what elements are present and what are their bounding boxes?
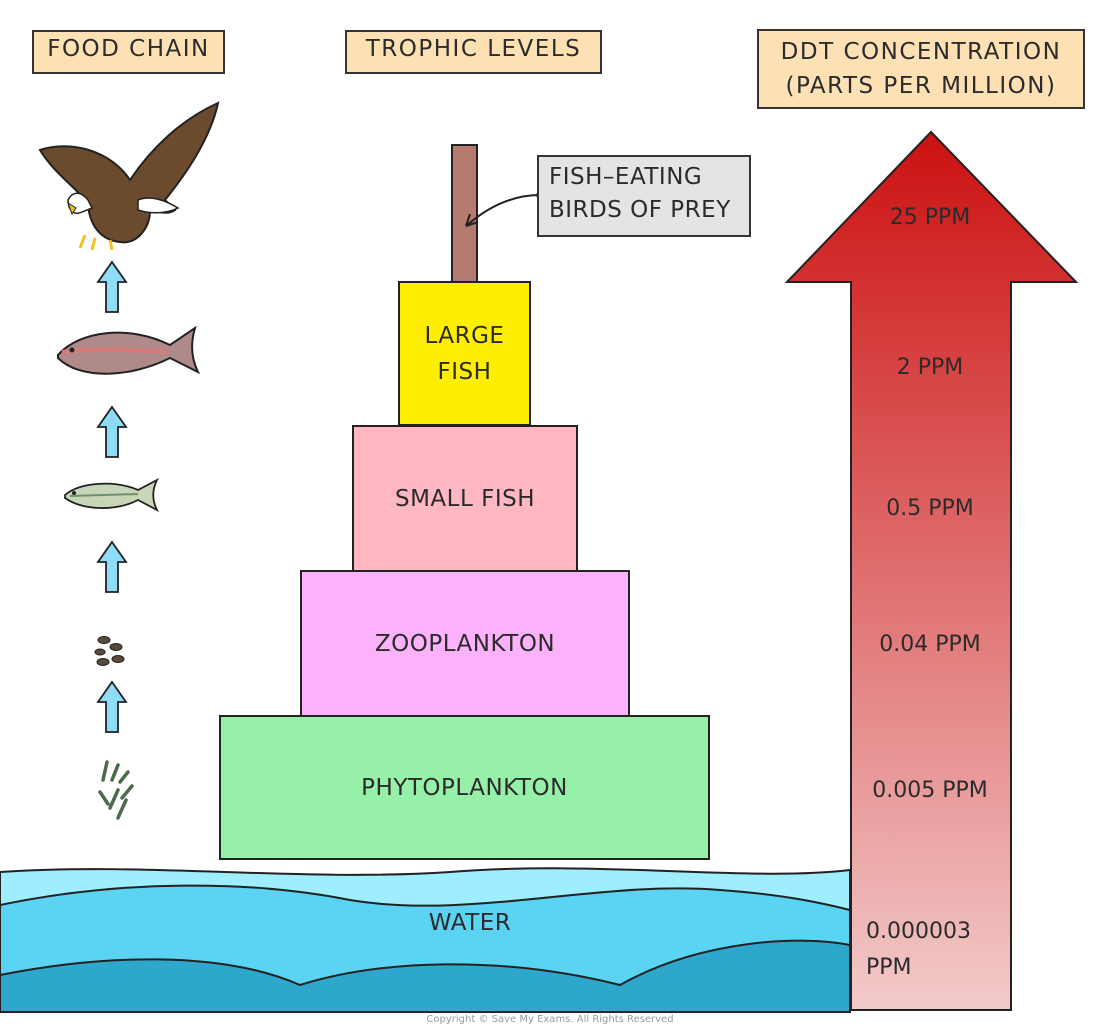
ddt-level-0-000003ppm: 0.000003 PPM bbox=[866, 919, 971, 980]
fish-eating-birds-callout: FISH–EATING BIRDS OF PREY bbox=[537, 155, 751, 237]
small-fish-label: SMALL FISH bbox=[394, 485, 536, 512]
bird-of-prey-bar bbox=[451, 144, 478, 283]
trophic-level-large-fish: LARGE FISH bbox=[398, 281, 531, 426]
zooplankton-icon bbox=[94, 636, 125, 666]
large-fish-icon bbox=[57, 325, 201, 375]
eagle-icon bbox=[38, 101, 220, 251]
water-label: WATER bbox=[428, 910, 512, 936]
trophic-level-small-fish: SMALL FISH bbox=[352, 425, 578, 572]
trophic-level-zooplankton: ZOOPLANKTON bbox=[300, 570, 630, 717]
ddt-header-line2: (PARTS PER MILLION) bbox=[785, 73, 1057, 99]
ddt-header-line1: DDT CONCENTRATION bbox=[780, 39, 1062, 65]
phytoplankton-label: PHYTOPLANKTON bbox=[361, 774, 568, 801]
up-arrow-icon bbox=[96, 260, 128, 313]
food-chain-header: FOOD CHAIN bbox=[32, 30, 225, 74]
phytoplankton-icon bbox=[98, 760, 134, 820]
ddt-level-0-5ppm: 0.5 PPM bbox=[886, 496, 974, 521]
ddt-level-2ppm: 2 PPM bbox=[896, 355, 964, 380]
callout-line1: FISH–EATING bbox=[549, 164, 703, 190]
up-arrow-icon bbox=[96, 405, 128, 458]
trophic-level-phytoplankton: PHYTOPLANKTON bbox=[219, 715, 710, 860]
ddt-concentration-arrow bbox=[784, 130, 1079, 1011]
trophic-levels-header: TROPHIC LEVELS bbox=[345, 30, 602, 74]
up-arrow-icon bbox=[96, 540, 128, 593]
zooplankton-label: ZOOPLANKTON bbox=[374, 630, 556, 657]
up-arrow-icon bbox=[96, 680, 128, 733]
small-fish-icon bbox=[64, 477, 160, 513]
callout-line2: BIRDS OF PREY bbox=[549, 197, 731, 223]
ddt-concentration-header: DDT CONCENTRATION (PARTS PER MILLION) bbox=[757, 29, 1085, 109]
copyright-notice: Copyright © Save My Exams. All Rights Re… bbox=[426, 1014, 674, 1025]
ddt-level-0-04ppm: 0.04 PPM bbox=[879, 632, 981, 657]
large-fish-label: LARGE FISH bbox=[424, 322, 505, 385]
water-waves bbox=[0, 867, 851, 1013]
ddt-level-0-005ppm: 0.005 PPM bbox=[872, 778, 988, 803]
callout-pointer bbox=[465, 194, 541, 227]
ddt-level-25ppm: 25 PPM bbox=[889, 205, 971, 230]
food-chain-arrows bbox=[96, 260, 128, 733]
